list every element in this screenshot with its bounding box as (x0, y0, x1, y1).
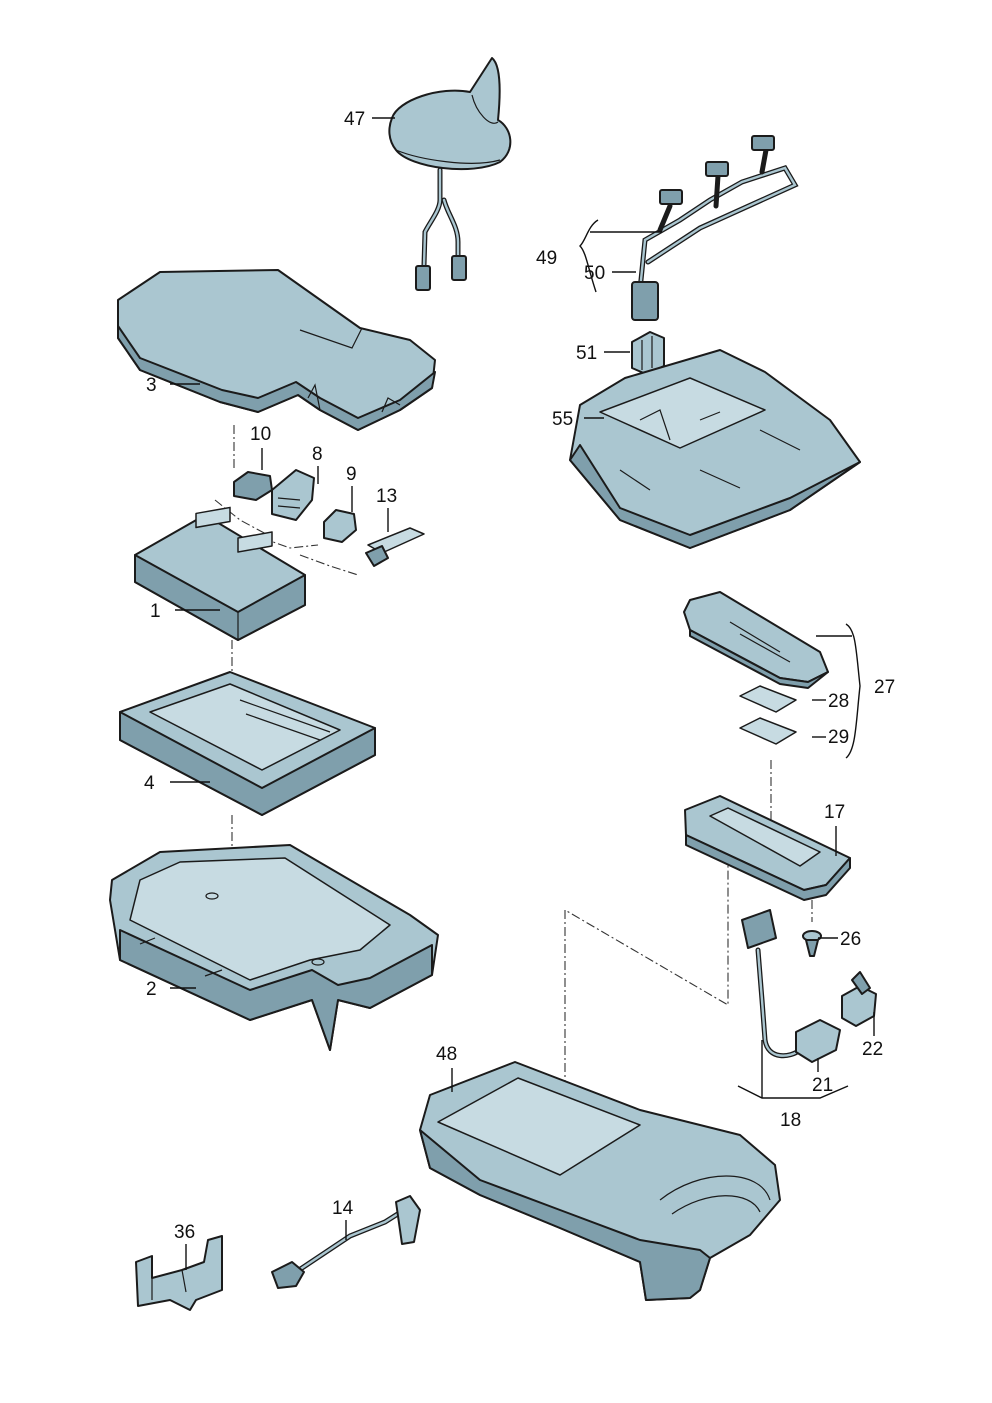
callout-1: 1 (150, 601, 161, 622)
callout-21: 21 (812, 1075, 833, 1096)
callout-55: 55 (552, 409, 573, 430)
callout-28: 28 (828, 691, 849, 712)
roof-module-part (569, 349, 861, 549)
wiring-harness-part (631, 135, 799, 321)
antenna-cable-part (271, 1195, 421, 1289)
callout-22: 22 (862, 1039, 883, 1060)
callout-47: 47 (344, 109, 365, 130)
control-unit-part (134, 506, 306, 641)
card-29-part (739, 717, 797, 745)
callout-29: 29 (828, 727, 849, 748)
cover-part (117, 269, 436, 431)
callout-48: 48 (436, 1044, 457, 1065)
callout-9: 9 (346, 464, 357, 485)
armrest-console-part (419, 1061, 781, 1301)
phone-holder-part (684, 795, 851, 901)
callout-14: 14 (332, 1198, 354, 1219)
adapter-cable-part (741, 909, 841, 1063)
callout-26: 26 (840, 929, 861, 950)
callout-27: 27 (874, 677, 895, 698)
connector-parts (233, 469, 425, 567)
card-28-part (739, 685, 797, 713)
antenna-part (388, 57, 512, 291)
callout-51: 51 (576, 343, 597, 364)
leader-lines (170, 117, 875, 1270)
callout-36: 36 (174, 1222, 195, 1243)
callout-13: 13 (376, 486, 397, 507)
assembly-lines (214, 425, 813, 1140)
callout-50: 50 (584, 263, 605, 284)
connector-22-part (841, 971, 877, 1027)
callout-10: 10 (250, 424, 271, 445)
callout-18: 18 (780, 1110, 801, 1131)
tray-part (119, 671, 376, 816)
callout-49: 49 (536, 248, 557, 269)
callout-labels: 47 3 10 8 9 13 1 4 2 49 50 51 55 27 28 2… (144, 109, 895, 1243)
remote-control-part (683, 591, 829, 689)
callout-3: 3 (146, 375, 157, 396)
clip-part (631, 331, 665, 375)
callout-8: 8 (312, 444, 323, 465)
screw-part (802, 930, 822, 957)
callout-2: 2 (146, 979, 157, 1000)
bracket-part (135, 1235, 223, 1311)
callout-4: 4 (144, 773, 155, 794)
housing-part (109, 844, 439, 1051)
callout-17: 17 (824, 802, 845, 823)
